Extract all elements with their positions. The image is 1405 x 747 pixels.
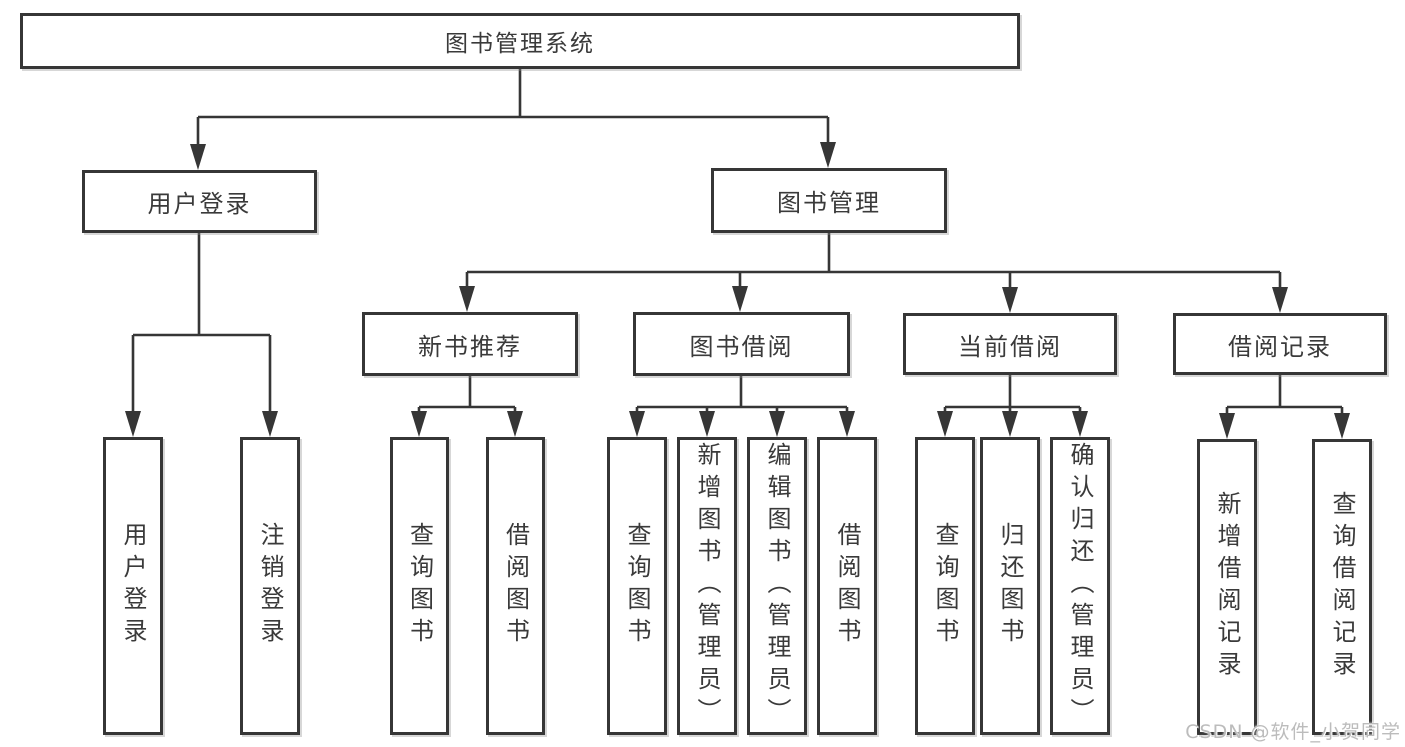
node-current-borrow-label: 当前借阅 (958, 332, 1062, 361)
node-current-borrow: 当前借阅 (903, 313, 1117, 375)
node-new-book: 新书推荐 (362, 312, 578, 376)
node-leaf-logout: 注销登录 (240, 437, 300, 735)
connector-userlogin-to-leaves (131, 233, 272, 417)
node-leaf-record-query: 查询借阅记录 (1312, 439, 1372, 735)
node-borrow-record: 借阅记录 (1173, 313, 1387, 375)
node-leaf-borrow-edit: 编辑图书（管理员） (747, 437, 807, 735)
node-book-borrow: 图书借阅 (633, 312, 850, 376)
node-leaf-record-add: 新增借阅记录 (1197, 439, 1257, 735)
node-book-mgmt: 图书管理 (711, 168, 947, 233)
node-user-login-label: 用户登录 (147, 190, 252, 218)
node-leaf-record-add-label: 新增借阅记录 (1213, 491, 1241, 683)
csdn-watermark: CSDN @软件_小贺同学 (1185, 721, 1401, 743)
node-book-borrow-label: 图书借阅 (689, 332, 794, 361)
arrow-down-icon (820, 142, 836, 168)
connector-bookborrow-to-leaves (635, 376, 849, 417)
node-leaf-borrow-borrow: 借阅图书 (817, 437, 877, 735)
arrow-down-icon (699, 411, 715, 437)
node-leaf-current-confirm-label: 确认归还（管理员） (1066, 442, 1094, 730)
arrow-down-icon (190, 144, 206, 170)
node-user-login: 用户登录 (82, 170, 317, 233)
arrow-down-icon (1072, 411, 1088, 437)
node-leaf-borrow-add-label: 新增图书（管理员） (693, 442, 721, 730)
arrow-down-icon (1002, 411, 1018, 437)
node-leaf-borrow-query: 查询图书 (607, 437, 667, 735)
node-book-mgmt-label: 图书管理 (777, 189, 881, 217)
node-leaf-current-query: 查询图书 (915, 437, 975, 735)
arrow-down-icon (411, 411, 427, 437)
arrow-down-icon (262, 411, 278, 437)
node-leaf-current-confirm: 确认归还（管理员） (1050, 437, 1110, 735)
node-leaf-current-return: 归还图书 (980, 437, 1040, 735)
arrow-down-icon (839, 411, 855, 437)
node-borrow-record-label: 借阅记录 (1228, 332, 1332, 361)
node-leaf-newbook-query: 查询图书 (390, 437, 449, 735)
arrow-down-icon (1002, 287, 1018, 313)
connector-currentborrow-to-leaves (943, 375, 1082, 417)
arrow-down-icon (629, 411, 645, 437)
node-new-book-label: 新书推荐 (418, 332, 522, 361)
node-leaf-current-query-label: 查询图书 (931, 522, 959, 650)
node-leaf-borrow-add: 新增图书（管理员） (677, 437, 737, 735)
arrow-down-icon (1219, 413, 1235, 439)
node-leaf-user-login: 用户登录 (103, 437, 163, 735)
node-leaf-newbook-borrow-label: 借阅图书 (501, 522, 530, 650)
arrow-down-icon (937, 411, 953, 437)
arrow-down-icon (1334, 413, 1350, 439)
node-root-label: 图书管理系统 (445, 31, 595, 57)
node-leaf-newbook-query-label: 查询图书 (405, 522, 434, 650)
arrow-down-icon (769, 411, 785, 437)
connector-newbook-to-leaves (417, 376, 517, 417)
node-leaf-logout-label: 注销登录 (256, 522, 284, 650)
node-leaf-user-login-label: 用户登录 (119, 522, 147, 650)
node-leaf-newbook-borrow: 借阅图书 (486, 437, 545, 735)
arrow-down-icon (125, 411, 141, 437)
arrow-down-icon (732, 286, 748, 312)
node-leaf-borrow-query-label: 查询图书 (623, 522, 651, 650)
node-leaf-borrow-edit-label: 编辑图书（管理员） (763, 442, 791, 730)
arrow-down-icon (459, 286, 475, 312)
node-leaf-current-return-label: 归还图书 (996, 522, 1024, 650)
node-leaf-borrow-borrow-label: 借阅图书 (833, 522, 861, 650)
arrow-down-icon (507, 411, 523, 437)
node-root: 图书管理系统 (20, 13, 1020, 69)
node-leaf-record-query-label: 查询借阅记录 (1328, 491, 1356, 683)
connector-root-to-level1 (196, 69, 830, 150)
connector-bookmgmt-to-level2 (465, 233, 1282, 293)
arrow-down-icon (1272, 287, 1288, 313)
connector-borrowrecord-to-leaves (1225, 375, 1344, 419)
